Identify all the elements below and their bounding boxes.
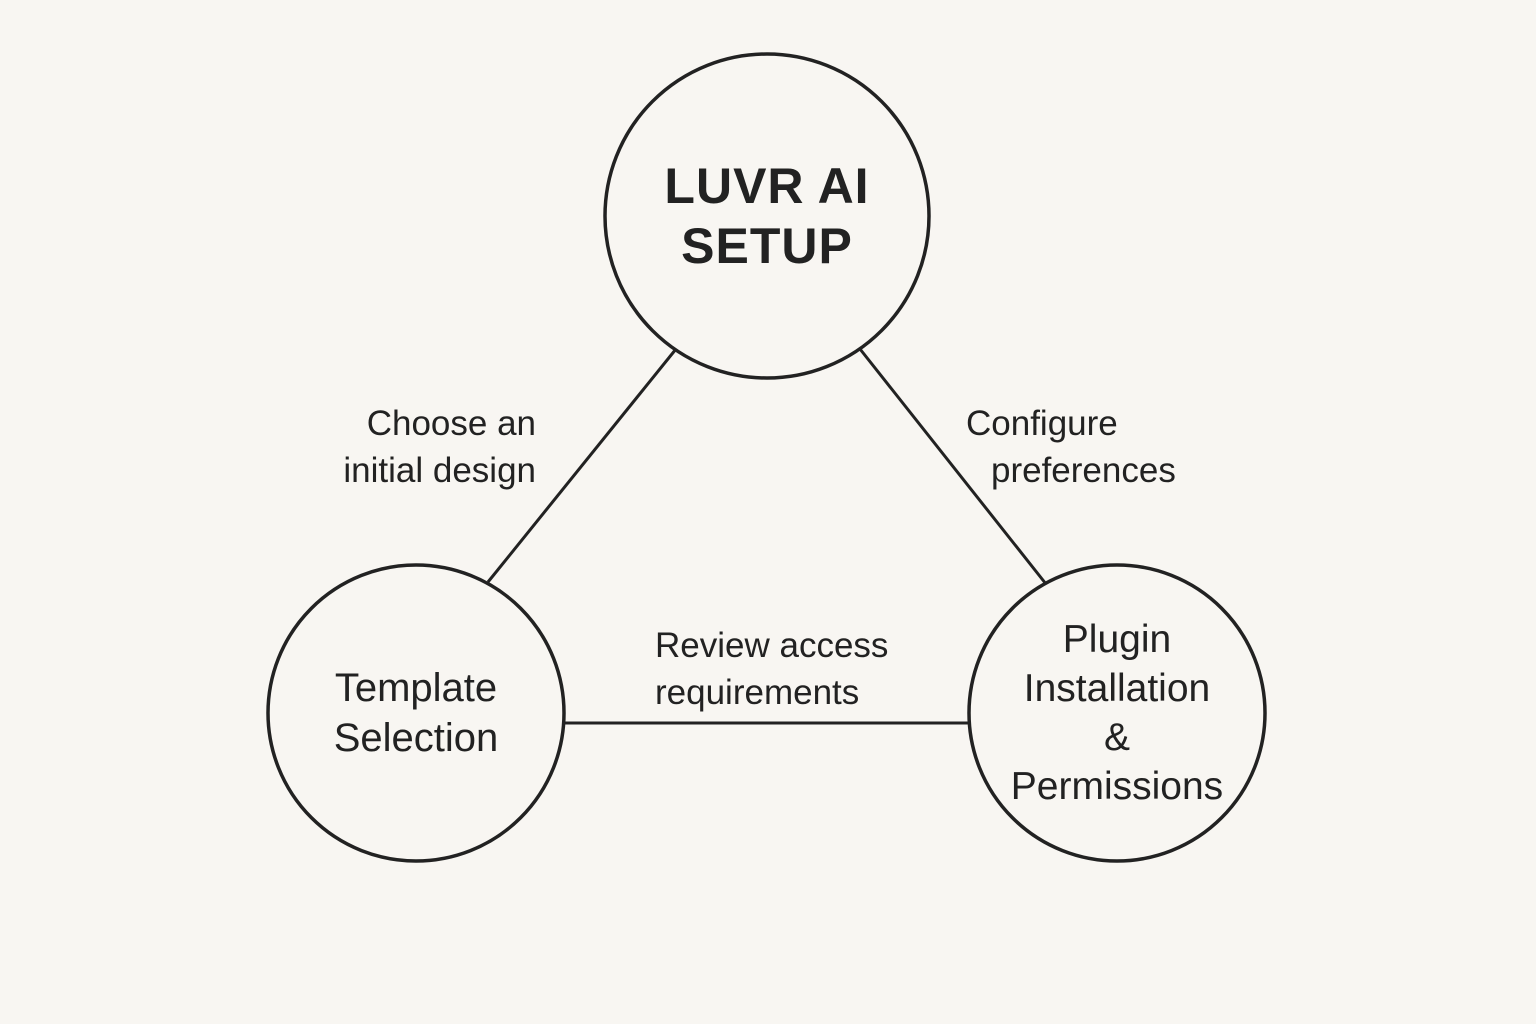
node-label-line: Selection [333,716,499,760]
edge-label-line: preferences [991,451,1176,490]
node-label-line: Template [334,666,498,710]
edge-label-choose-design: Choose an initial design [300,400,536,494]
node-circle-plugin-installation [967,563,1267,863]
edge-label-line: Configure [966,404,1118,443]
node-label-line: Permissions [1010,765,1224,808]
node-circle-luvr-ai-setup [603,52,931,380]
edge-label-line: initial design [343,451,536,490]
edge-label-line: Choose an [366,404,536,443]
edge-setup-to-plugin [858,348,1048,585]
node-label-line: Plugin [1062,618,1172,661]
node-plugin-installation-permissions: Plugin Installation & Permissions [969,565,1265,861]
node-template-selection: Template Selection [268,565,564,861]
edge-setup-to-template [486,348,678,583]
node-label-line: & [1103,716,1130,759]
node-label-line: LUVR AI [664,158,870,214]
node-luvr-ai-setup: LUVR AI SETUP [604,53,930,379]
node-label-line: SETUP [681,218,853,274]
edge-label-review-access: Review access requirements [655,622,935,716]
node-circle-template-selection [266,563,566,863]
node-label-line: Installation [1023,667,1211,710]
edge-label-line: Review access [655,626,889,665]
edge-label-configure-preferences: Configure preferences [966,400,1216,494]
edge-label-line: requirements [655,673,860,712]
